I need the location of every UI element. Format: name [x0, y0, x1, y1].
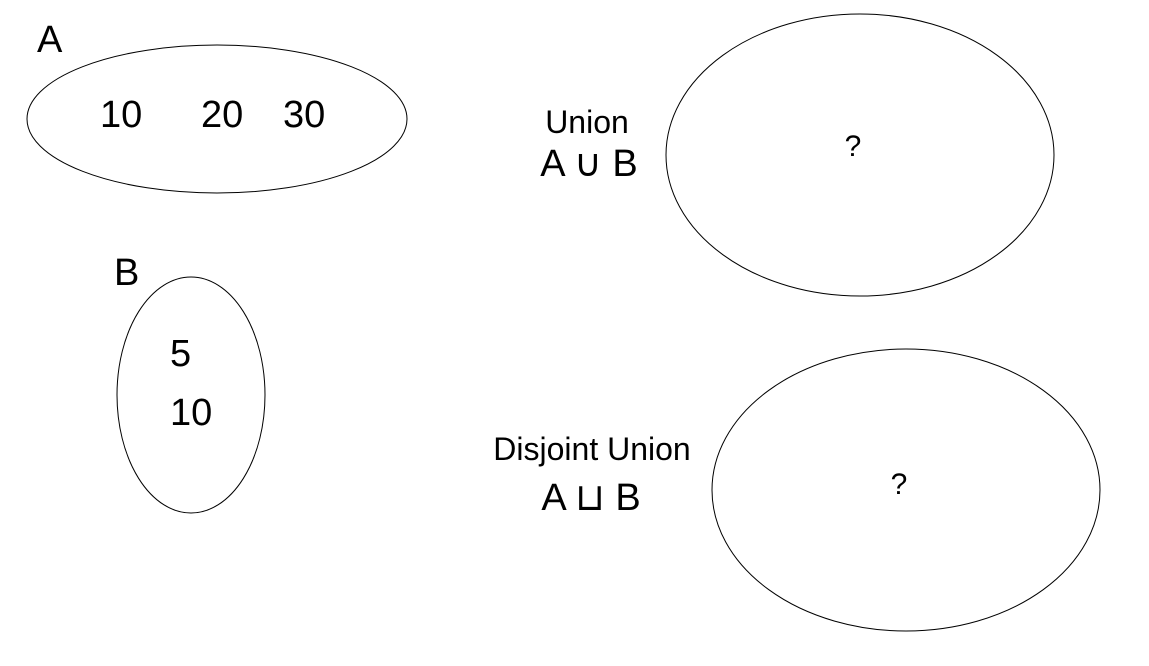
- disjoint-union-block: Disjoint Union A ⊔ B ?: [493, 348, 1101, 632]
- disjoint-union-title: Disjoint Union: [493, 431, 690, 467]
- set-b: B 5 10: [114, 252, 266, 514]
- union-block: Union A ∪ B ?: [540, 13, 1055, 297]
- set-b-label: B: [114, 252, 139, 294]
- set-a: A 10 20 30: [26, 19, 408, 194]
- union-title: Union: [545, 104, 629, 140]
- disjoint-union-result-placeholder: ?: [891, 468, 908, 501]
- set-b-element-2: 10: [170, 392, 212, 434]
- set-a-label: A: [37, 19, 63, 61]
- set-a-element-1: 10: [100, 94, 142, 136]
- union-ellipse: [665, 13, 1055, 297]
- set-b-element-1: 5: [170, 333, 191, 375]
- union-expression: A ∪ B: [540, 143, 638, 185]
- set-b-ellipse: [116, 276, 266, 514]
- set-a-element-2: 20: [201, 94, 243, 136]
- union-result-placeholder: ?: [845, 130, 862, 163]
- disjoint-union-expression: A ⊔ B: [541, 477, 640, 519]
- set-a-element-3: 30: [283, 94, 325, 136]
- set-a-ellipse: [26, 44, 408, 194]
- disjoint-union-ellipse: [711, 348, 1101, 632]
